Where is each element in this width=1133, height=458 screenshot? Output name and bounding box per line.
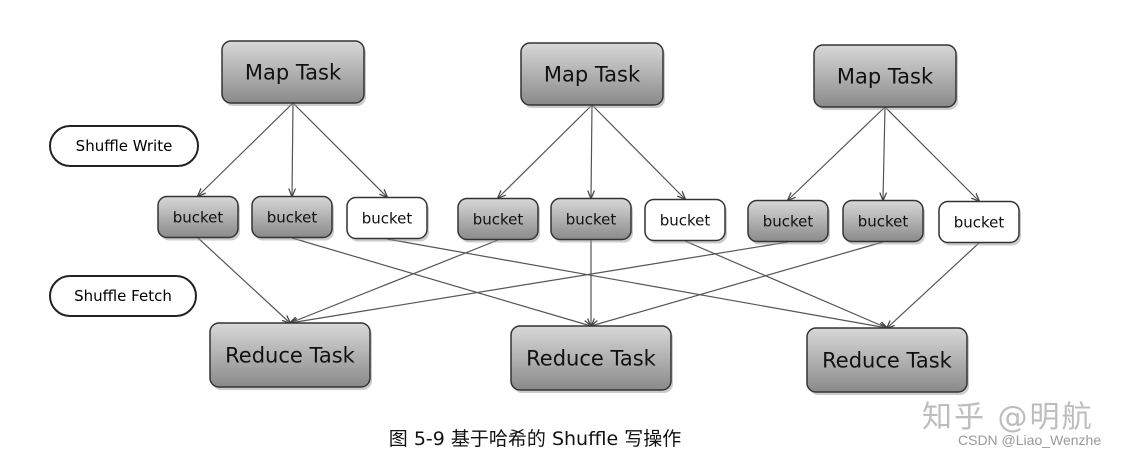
bucket-node: bucket: [251, 195, 334, 241]
bucket-node: bucket: [842, 199, 925, 245]
map-task-node: Map Task: [221, 40, 366, 106]
bucket-node-label: bucket: [763, 212, 814, 230]
map-to-bucket-edge: [498, 104, 593, 198]
bucket-to-reduce-edge: [684, 240, 887, 328]
reduce-task-node: Reduce Task: [806, 327, 969, 395]
reduce-task-node: Reduce Task: [510, 325, 673, 393]
bucket-node: bucket: [747, 199, 830, 245]
figure-caption: 图 5-9 基于哈希的 Shuffle 写操作: [388, 428, 682, 450]
map-to-bucket-edge: [591, 104, 592, 198]
map-to-bucket-edge: [292, 102, 293, 196]
zhihu-watermark: 知乎 @明航: [922, 400, 1094, 435]
map-task-node-label: Map Task: [245, 60, 342, 84]
map-to-bucket-edge: [292, 102, 387, 197]
reduce-task-node-label: Reduce Task: [225, 343, 356, 367]
bucket-node-label: bucket: [566, 210, 617, 228]
bucket-node-label: bucket: [173, 208, 224, 226]
bucket-node-label: bucket: [473, 210, 524, 228]
map-to-bucket-edge: [884, 106, 979, 201]
bucket-to-reduce-edge: [197, 237, 290, 323]
reduce-task-node: Reduce Task: [209, 322, 372, 390]
svg-text:Shuffle Fetch: Shuffle Fetch: [74, 287, 172, 305]
bucket-node: bucket: [346, 196, 429, 242]
bucket-node: bucket: [457, 197, 540, 243]
bucket-to-reduce-edge: [386, 238, 887, 328]
bucket-node: bucket: [938, 200, 1021, 246]
map-to-bucket-edge: [198, 102, 294, 196]
map-to-bucket-edge: [883, 106, 885, 200]
svg-text:Shuffle Write: Shuffle Write: [76, 137, 173, 155]
map-to-bucket-edge: [591, 104, 685, 199]
bucket-node-label: bucket: [267, 208, 318, 226]
reduce-task-node-label: Reduce Task: [526, 346, 657, 370]
reduce-task-node-label: Reduce Task: [822, 348, 953, 372]
bucket-node-label: bucket: [660, 211, 711, 229]
bucket-node-label: bucket: [954, 213, 1005, 231]
bucket-to-reduce-edge: [290, 239, 499, 323]
bucket-to-reduce-edge: [887, 242, 980, 328]
map-task-node-label: Map Task: [544, 62, 641, 86]
shuffle-write-label: Shuffle Write: [49, 125, 199, 167]
map-to-bucket-edge: [788, 106, 886, 200]
map-task-node-label: Map Task: [837, 64, 934, 88]
bucket-node: bucket: [550, 197, 633, 243]
bucket-to-reduce-edge: [291, 237, 591, 326]
bucket-node: bucket: [157, 195, 240, 241]
bucket-to-reduce-edge: [591, 241, 884, 326]
bucket-node-label: bucket: [858, 212, 909, 230]
bucket-node: bucket: [644, 198, 727, 244]
shuffle-fetch-label: Shuffle Fetch: [49, 275, 197, 317]
map-task-node: Map Task: [520, 42, 665, 108]
csdn-watermark: CSDN @Liao_Wenzhe: [958, 432, 1102, 448]
bucket-to-reduce-edge: [290, 241, 789, 323]
map-task-node: Map Task: [813, 44, 958, 110]
bucket-node-label: bucket: [362, 209, 413, 227]
